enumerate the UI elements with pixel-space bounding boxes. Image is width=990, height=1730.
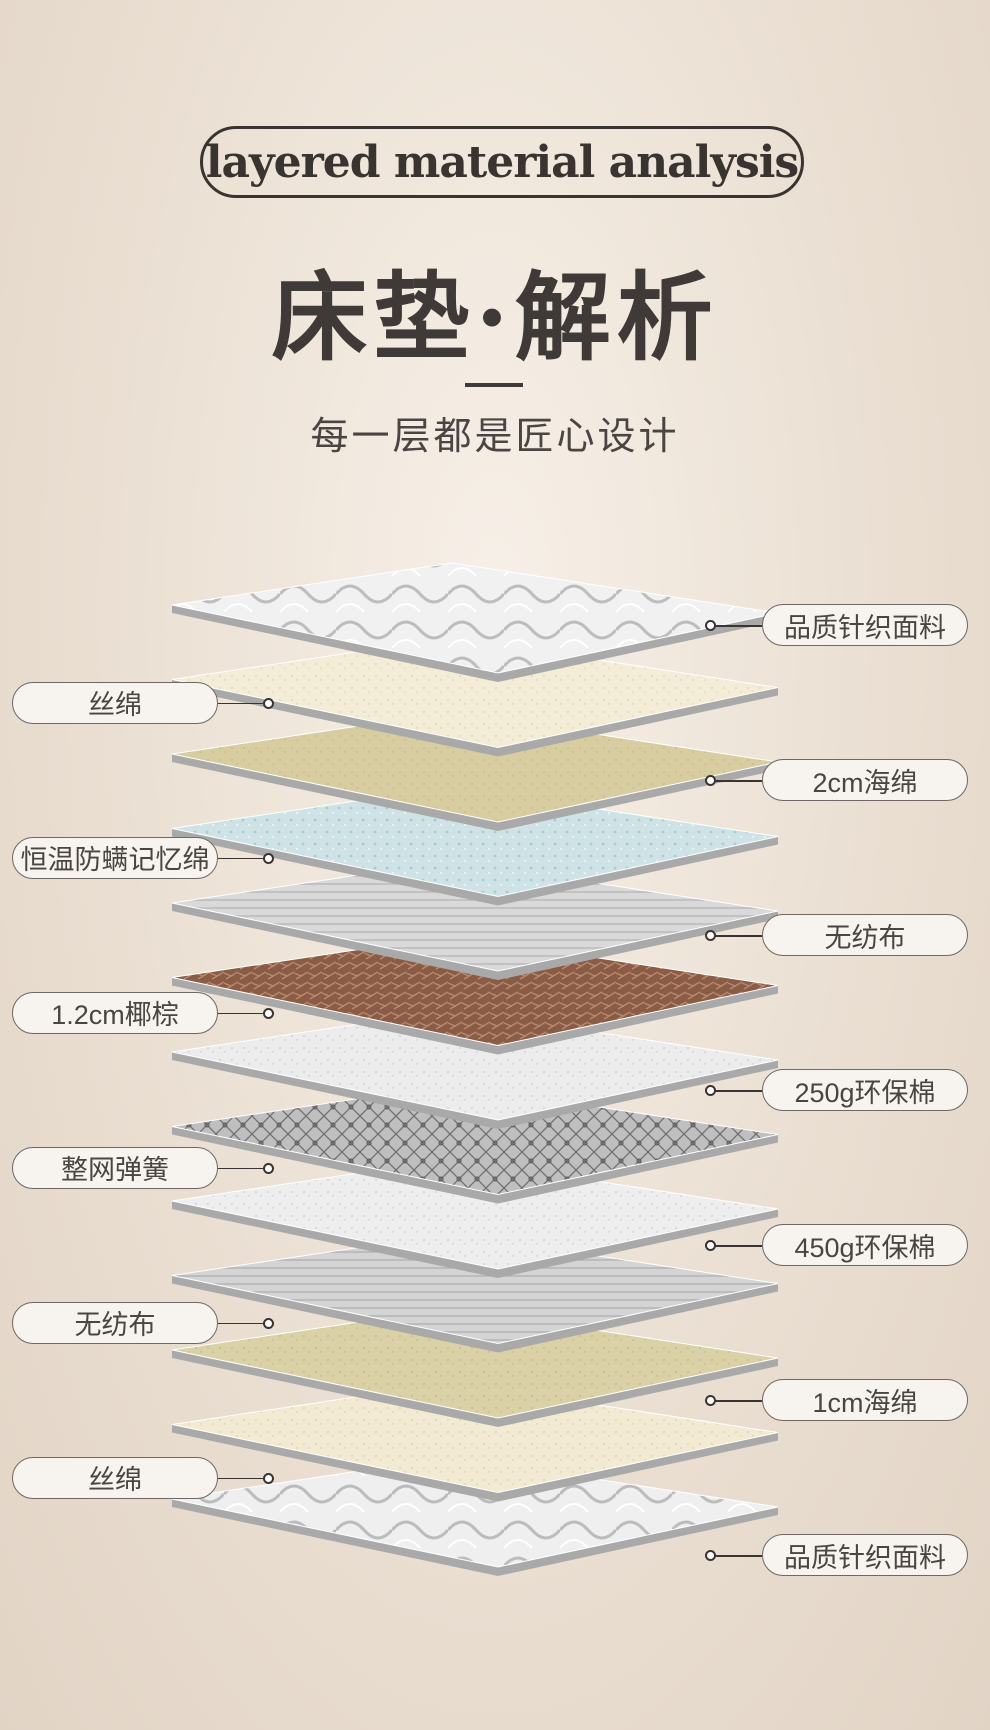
leader-line (715, 1555, 762, 1557)
layer-label: 无纺布 (762, 914, 968, 956)
leader-dot (705, 775, 716, 786)
layer-label: 品质针织面料 (762, 1534, 968, 1576)
layer-surface (172, 563, 778, 673)
leader-dot (263, 698, 274, 709)
leader-dot (705, 620, 716, 631)
layer-label: 无纺布 (12, 1302, 218, 1344)
leader-dot (263, 1473, 274, 1484)
leader-line (715, 1400, 762, 1402)
layer-label: 1cm海绵 (762, 1379, 968, 1421)
layer-label: 整网弹簧 (12, 1147, 218, 1189)
leader-dot (705, 930, 716, 941)
leader-line (715, 1245, 762, 1247)
leader-line (715, 1090, 762, 1092)
leader-dot (263, 1008, 274, 1019)
leader-dot (705, 1395, 716, 1406)
layer-label: 丝绵 (12, 682, 218, 724)
leader-line (715, 780, 762, 782)
layer-label: 丝绵 (12, 1457, 218, 1499)
leader-line (715, 935, 762, 937)
leader-line (218, 1168, 264, 1170)
layer-label: 450g环保棉 (762, 1224, 968, 1266)
layer-label: 2cm海绵 (762, 759, 968, 801)
leader-dot (705, 1085, 716, 1096)
leader-dot (705, 1240, 716, 1251)
leader-dot (263, 1318, 274, 1329)
layer-label: 恒温防螨记忆绵 (12, 837, 218, 879)
leader-line (218, 703, 264, 705)
layer-label: 1.2cm椰棕 (12, 992, 218, 1034)
leader-dot (705, 1550, 716, 1561)
leader-dot (263, 853, 274, 864)
leader-line (218, 1478, 264, 1480)
leader-line (715, 625, 762, 627)
leader-line (218, 1323, 264, 1325)
layer-quilted-knit (172, 563, 778, 682)
layer-label: 250g环保棉 (762, 1069, 968, 1111)
layer-label: 品质针织面料 (762, 604, 968, 646)
leader-line (218, 858, 264, 860)
leader-line (218, 1013, 264, 1015)
leader-dot (263, 1163, 274, 1174)
